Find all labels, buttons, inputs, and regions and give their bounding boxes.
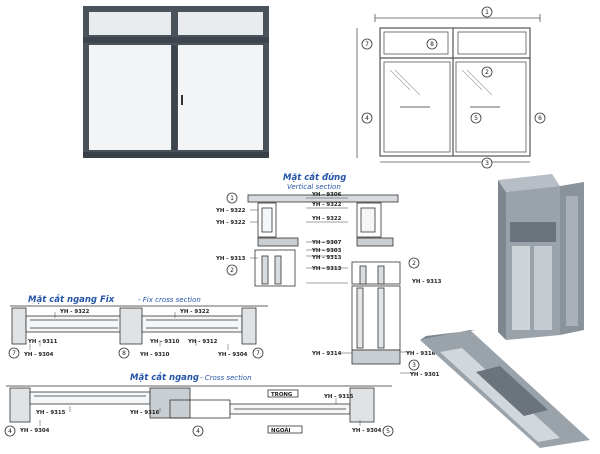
vs-marker-2b: 2 bbox=[412, 260, 416, 267]
vertical-section-leaders bbox=[250, 197, 414, 374]
fix-section-subheading: - Fix cross section bbox=[138, 296, 201, 304]
vertical-section-upper bbox=[247, 194, 401, 287]
fix-section-profile bbox=[10, 305, 268, 345]
marker-5: 5 bbox=[474, 115, 478, 122]
vs-code-left-2: YH - 9322 bbox=[215, 220, 246, 226]
vs-code-bottom-2: YH - 9316 bbox=[405, 351, 436, 357]
vs-code-bottom-1: YH - 9314 bbox=[311, 351, 342, 357]
marker-4: 4 bbox=[365, 115, 369, 122]
vertical-section-codes: YH - 9322 YH - 9322 YH - 9313 YH - 9306 … bbox=[215, 192, 442, 378]
cross-label-trong: TRONG bbox=[271, 392, 293, 398]
marker-6: 6 bbox=[538, 115, 542, 122]
fix-section-codes: YH - 9322 YH - 9322 YH - 9311 YH - 9310 … bbox=[23, 309, 248, 358]
vs-code-center-5: YH - 9303 bbox=[311, 248, 342, 254]
cross-section-title: Mặt cắt ngang - Cross section bbox=[130, 372, 252, 383]
cross-section-heading: Mặt cắt ngang bbox=[130, 372, 199, 383]
marker-3: 3 bbox=[485, 160, 489, 167]
vs-marker-3: 3 bbox=[412, 362, 416, 369]
elevation-markers: 1 7 8 2 4 5 6 3 bbox=[361, 6, 546, 169]
fix-code-4: YH - 9310 bbox=[149, 339, 180, 345]
vs-code-center-4: YH - 9307 bbox=[311, 240, 342, 246]
fix-section-leaders bbox=[29, 312, 229, 350]
fix-code-7: YH - 9304 bbox=[23, 352, 54, 358]
vs-marker-2: 2 bbox=[230, 267, 234, 274]
cross-marker-4a: 4 bbox=[8, 428, 12, 435]
cross-code-5: YH - 9304 bbox=[351, 428, 382, 434]
cross-code-2: YH - 9315 bbox=[323, 394, 354, 400]
vs-code-center-7: YH - 9313 bbox=[311, 266, 342, 272]
window-photo bbox=[83, 6, 269, 158]
fix-marker-7a: 7 bbox=[12, 350, 16, 357]
vertical-section-subheading: Vertical section bbox=[287, 183, 341, 191]
marker-a: 1 bbox=[485, 9, 489, 16]
cross-marker-5: 5 bbox=[386, 428, 390, 435]
cross-section-subheading: - Cross section bbox=[200, 374, 252, 382]
vs-marker-1: 1 bbox=[230, 195, 234, 202]
cross-section-leaders bbox=[39, 398, 361, 426]
cross-section-codes: YH - 9315 YH - 9315 YH - 9316 YH - 9304 … bbox=[19, 392, 382, 434]
marker-7: 7 bbox=[365, 41, 369, 48]
cross-code-3: YH - 9316 bbox=[129, 410, 160, 416]
marker-8: 8 bbox=[430, 41, 434, 48]
fix-marker-7b: 7 bbox=[256, 350, 260, 357]
cross-section-markers: 4 4 5 bbox=[4, 425, 394, 437]
cross-code-4: YH - 9304 bbox=[19, 428, 50, 434]
vs-code-center-2: YH - 9322 bbox=[311, 202, 342, 208]
marker-2: 2 bbox=[485, 69, 489, 76]
cross-section-profile bbox=[6, 385, 392, 434]
vs-code-center-1: YH - 9306 bbox=[311, 192, 342, 198]
fix-code-8: YH - 9304 bbox=[217, 352, 248, 358]
vs-code-bottom-3: YH - 9301 bbox=[409, 372, 440, 378]
cross-marker-4b: 4 bbox=[196, 428, 200, 435]
fix-section-heading: Mặt cắt ngang Fix bbox=[28, 294, 115, 305]
fix-code-2: YH - 9322 bbox=[179, 309, 210, 315]
fix-section-title: Mặt cắt ngang Fix - Fix cross section bbox=[28, 294, 201, 305]
cross-code-1: YH - 9315 bbox=[35, 410, 66, 416]
profile-render-vertical bbox=[498, 174, 584, 340]
profile-render-horizontal bbox=[420, 330, 590, 448]
cross-label-ngoai: NGOÀI bbox=[271, 427, 291, 434]
vertical-section-lower bbox=[351, 285, 401, 365]
fix-code-1: YH - 9322 bbox=[59, 309, 90, 315]
vertical-section-heading: Mặt cắt đứng bbox=[283, 172, 346, 183]
vs-code-center-6: YH - 9313 bbox=[311, 255, 342, 261]
vs-code-left-3: YH - 9313 bbox=[215, 256, 246, 262]
vs-code-center-3: YH - 9322 bbox=[311, 216, 342, 222]
vs-code-left-1: YH - 9322 bbox=[215, 208, 246, 214]
fix-marker-8: 8 bbox=[122, 350, 126, 357]
vertical-section-markers: 1 2 2 3 bbox=[226, 192, 420, 371]
elevation-drawing bbox=[356, 14, 541, 163]
fix-section-markers: 7 8 7 bbox=[8, 347, 264, 359]
vertical-section-title: Mặt cắt đứng Vertical section bbox=[283, 172, 346, 191]
fix-code-6: YH - 9312 bbox=[187, 339, 218, 345]
vs-code-right-1: YH - 9313 bbox=[411, 279, 442, 285]
fix-code-3: YH - 9311 bbox=[27, 339, 58, 345]
fix-code-5: YH - 9310 bbox=[139, 352, 170, 358]
